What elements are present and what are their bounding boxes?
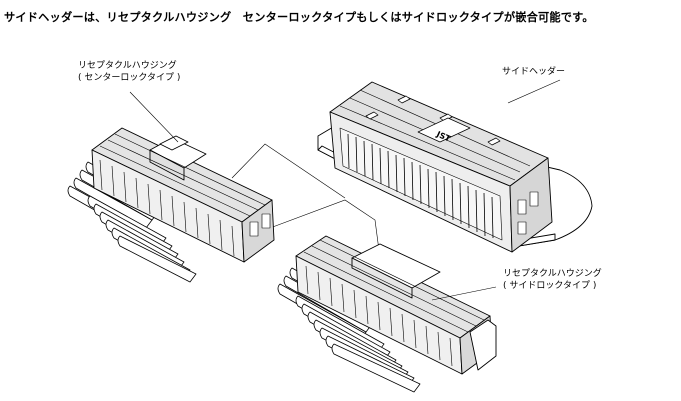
header-top-windows [365, 95, 501, 146]
label-side-lock-housing: リセプタクルハウジング ( サイドロックタイプ ) [503, 268, 602, 292]
label-side-header: サイドヘッダー [502, 66, 565, 78]
center-housing-cavity-lines [99, 159, 235, 257]
side-housing-ribs [303, 239, 485, 333]
label-center-lock-housing: リセプタクルハウジング ( センターロックタイプ ) [78, 60, 180, 84]
label-side-lock-housing-line1: リセプタクルハウジング [503, 269, 602, 279]
center-housing-end-details [249, 213, 271, 237]
caption-text: サイドヘッダーは、リセプタクルハウジング センターロックタイプもしくはサイドロッ… [4, 11, 594, 24]
label-side-lock-housing-line2: ( サイドロックタイプ ) [503, 281, 597, 291]
label-side-header-text: サイドヘッダー [502, 67, 566, 77]
label-center-lock-housing-line1: リセプタクルハウジング [78, 61, 177, 71]
side-header: JST [317, 81, 593, 253]
guide-line-top [231, 143, 346, 199]
leader-center-housing [129, 91, 179, 143]
guide-line-bottom [269, 199, 381, 259]
header-marking-plate [417, 117, 471, 143]
center-housing-ribs [99, 133, 266, 217]
side-housing-cavity-lines [305, 265, 453, 367]
label-center-lock-housing-line2: ( センターロックタイプ ) [78, 73, 181, 83]
side-lock-latch [469, 319, 497, 371]
center-lock-housing [67, 127, 275, 283]
header-side-details [517, 191, 539, 235]
mating-guide-lines [231, 143, 381, 259]
leader-lines [129, 79, 561, 301]
side-lock-housing [277, 235, 497, 393]
leader-side-housing [431, 286, 497, 301]
center-lock-tab [159, 135, 189, 151]
leader-side-header [507, 79, 561, 104]
header-pins [347, 133, 494, 239]
